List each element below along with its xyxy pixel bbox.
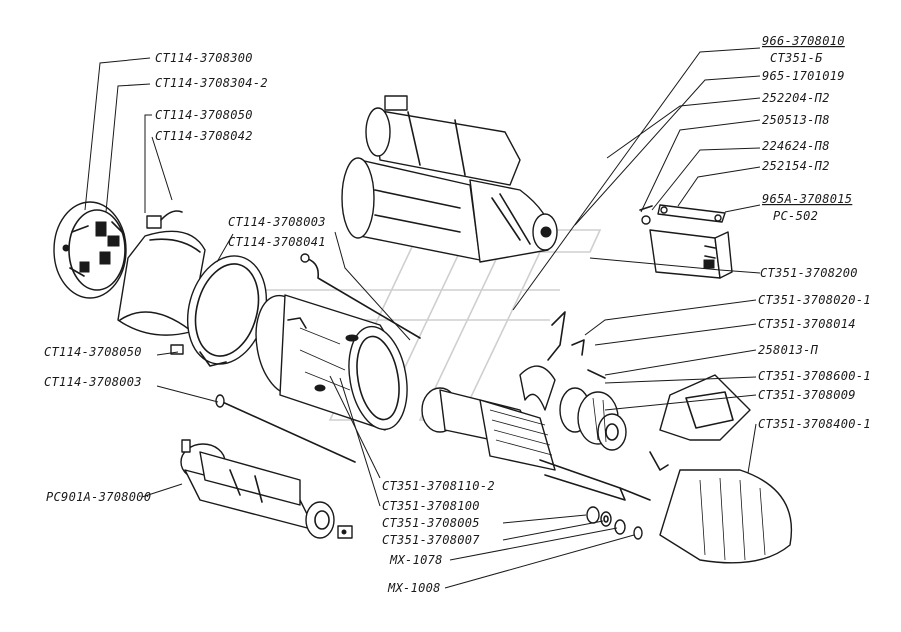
small-hardware-top-right [639,204,726,225]
label-ct351-3708014: СТ351-3708014 [758,317,856,331]
relay-rs502-part [649,229,733,279]
label-ct351-3708007: СТ351-3708007 [382,533,480,547]
label-965a-3708015: 965А-3708015 [762,192,852,206]
label-ct114-3708041: СТ114-3708041 [228,235,326,249]
label-ct114-3708042: СТ114-3708042 [155,129,253,143]
label-252204-p2: 252204-П2 [762,91,830,105]
label-ct114-3708050-left: СТ114-3708050 [44,345,142,359]
label-ct351-3708005: СТ351-3708005 [382,516,480,530]
label-ct351-3708200: СТ351-3708200 [760,266,858,280]
armature-part [421,387,651,501]
label-ct351-3708400-1: СТ351-3708400-1 [758,417,871,431]
drive-lever-part [519,311,606,411]
through-bolts [215,253,421,463]
label-ct351-3708100: СТ351-3708100 [382,499,480,513]
label-ct114-3708300: СТ114-3708300 [155,51,253,65]
part-labels: СТ114-3708300 СТ114-3708304-2 СТ114-3708… [44,34,871,595]
assembled-starter [341,95,558,263]
label-250513-p8: 250513-П8 [762,113,830,127]
drive-housing-part [649,374,793,564]
label-966-3708010: 966-3708010 [762,34,845,48]
leader-lines [84,47,761,589]
label-pc901a-3708000: РС901А-3708000 [46,490,151,504]
label-224624-p8: 224624-П8 [762,139,830,153]
label-mx-1008: МХ-1008 [387,581,441,595]
label-ct351-b: СТ351-Б [770,51,823,65]
label-ct351-3708009: СТ351-3708009 [758,388,856,402]
washers [586,506,643,540]
label-ct114-3708003-top: СТ114-3708003 [228,215,326,229]
label-ct351-3708020-1: СТ351-3708020-1 [758,293,871,307]
label-ct114-3708050-top: СТ114-3708050 [155,108,253,122]
brush-band-part [117,210,206,336]
label-ct351-3708600-1: СТ351-3708600-1 [758,369,871,383]
stator-housing-part [255,294,408,431]
pinion-drive-part [559,387,627,451]
label-965-1701019: 965-1701019 [762,69,845,83]
label-ct114-3708304-2: СТ114-3708304-2 [155,76,268,90]
cover-band-part [170,255,268,367]
label-mx-1078: МХ-1078 [389,553,443,567]
label-252154-p2: 252154-П2 [762,159,830,173]
label-pc-502: РС-502 [773,209,818,223]
end-cover-part [53,201,127,299]
label-ct114-3708003-left: СТ114-3708003 [44,375,142,389]
label-ct351-3708110-2: СТ351-3708110-2 [382,479,495,493]
solenoid-relay-part [180,439,353,539]
label-258013-p: 258013-П [758,343,819,357]
